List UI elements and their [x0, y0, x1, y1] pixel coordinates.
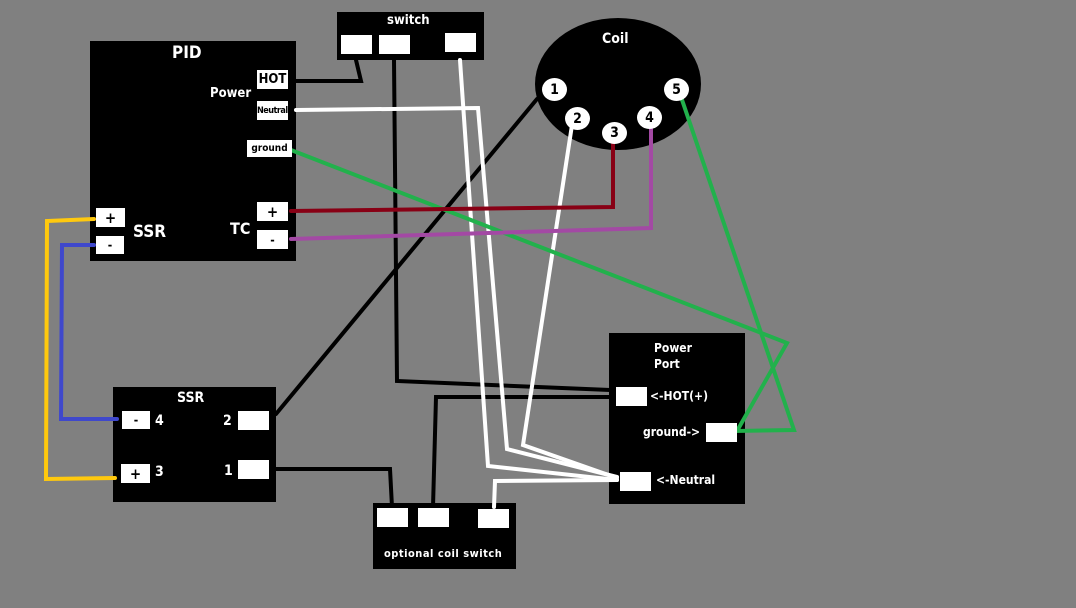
pid-hot-terminal[interactable]: HOT	[257, 70, 288, 89]
pid-tc-plus-terminal[interactable]: +	[257, 202, 288, 221]
ssr-plus-terminal[interactable]: +	[121, 464, 150, 483]
wire-pid-hot-to-switch	[294, 58, 364, 83]
coil-title: Coil	[602, 31, 629, 47]
coil-pin-4[interactable]: 4	[637, 106, 662, 129]
wire-switch-to-power-hot	[392, 58, 612, 392]
power-port-ground-terminal[interactable]	[706, 423, 737, 442]
switch-terminal-3[interactable]	[445, 33, 476, 52]
pid-ssr-label: SSR	[133, 222, 167, 242]
wire-pid-neutral-to-power-neutral	[294, 105, 619, 479]
switch-terminal-2[interactable]	[379, 35, 410, 54]
wire-tc-plus-to-coil3	[289, 142, 615, 213]
coil-pin-2[interactable]: 2	[565, 107, 590, 130]
coil-switch-terminal-1[interactable]	[377, 508, 408, 527]
power-port-hot-terminal[interactable]	[616, 387, 647, 406]
ssr-pin-1-label: 1	[224, 463, 233, 479]
ssr-pin-4-label: 4	[155, 413, 164, 429]
pid-ssr-minus-terminal[interactable]: -	[96, 236, 124, 254]
pid-power-label: Power	[210, 86, 252, 101]
switch-title: switch	[387, 13, 430, 28]
ssr-pin-2-label: 2	[223, 413, 232, 429]
coil-switch-terminal-2[interactable]	[418, 508, 449, 527]
wire-switch-to-power-neutral	[458, 58, 619, 482]
wire-ssr1-to-coil-switch	[274, 467, 394, 509]
wire-pid-ground	[289, 86, 797, 434]
pid-ssr-plus-terminal[interactable]: +	[96, 208, 125, 227]
coil-switch-title: optional coil switch	[384, 547, 503, 560]
power-port-title-1: Power	[654, 341, 692, 355]
ssr-pin-3-label: 3	[155, 464, 164, 480]
coil-pin-5[interactable]: 5	[664, 78, 689, 101]
pid-title: PID	[172, 43, 202, 63]
wire-power-hot-to-coil-switch	[431, 395, 612, 509]
coil-pin-3[interactable]: 3	[602, 122, 627, 144]
ssr-pin-1-terminal[interactable]	[238, 460, 269, 479]
ssr-minus-terminal[interactable]: -	[122, 411, 150, 429]
wire-coil-switch-to-power-neutral	[492, 478, 619, 509]
coil-pin-1[interactable]: 1	[542, 78, 567, 101]
pid-tc-label: TC	[230, 219, 251, 238]
pid-neutral-terminal[interactable]: Neutral	[257, 101, 288, 120]
switch-terminal-1[interactable]	[341, 35, 372, 54]
ssr-pin-2-terminal[interactable]	[238, 411, 269, 430]
ssr-title: SSR	[177, 390, 205, 406]
power-port-hot-label: <-HOT(+)	[650, 389, 709, 403]
pid-tc-minus-terminal[interactable]: -	[257, 230, 288, 249]
wire-ssr-minus-to-ssr4	[58, 243, 119, 421]
wire-coil2-to-power-neutral	[520, 123, 619, 480]
power-port-title-2: Port	[654, 357, 680, 371]
wire-tc-minus-to-coil4	[289, 127, 653, 241]
power-port-neutral-label: <-Neutral	[656, 473, 716, 487]
pid-ground-terminal[interactable]: ground	[247, 140, 292, 157]
power-port-neutral-terminal[interactable]	[620, 472, 651, 491]
power-port-ground-label: ground->	[643, 425, 701, 439]
coil-switch-terminal-3[interactable]	[478, 509, 509, 528]
wire-ssr-plus-to-ssr3	[43, 217, 117, 482]
wire-coil1-to-ssr2	[274, 97, 539, 416]
